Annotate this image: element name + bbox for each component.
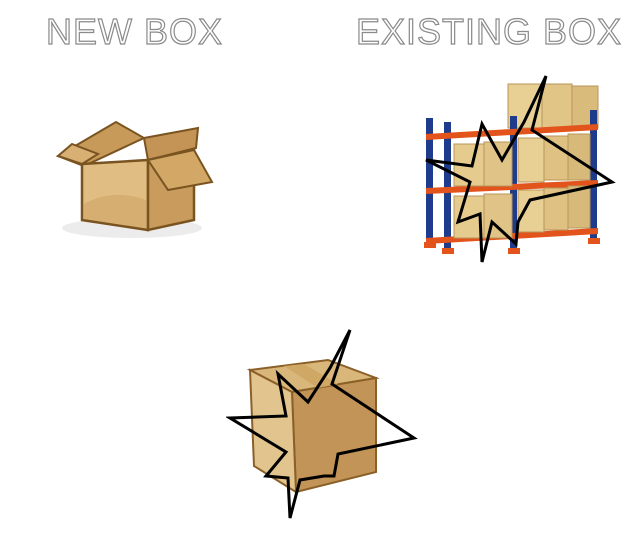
- open-cardboard-box-icon: [55, 120, 214, 238]
- warehouse-rack-icon: [424, 75, 616, 263]
- closed-box-burst-icon: [226, 329, 418, 519]
- existing-box-label: EXISTING BOX: [355, 11, 623, 52]
- new-box-label: NEW BOX: [45, 11, 224, 52]
